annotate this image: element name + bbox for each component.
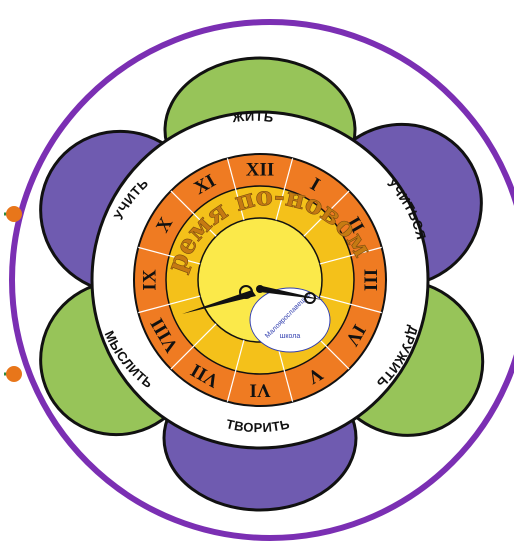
numeral-vi: VI [249,380,270,401]
school-badge-line2: школа [280,333,301,340]
ring-word-top: ЖИТЬ [230,109,274,126]
numeral-xii: XII [246,160,275,181]
connector-dot-top [6,206,22,222]
numeral-iii: III [360,269,381,291]
connector-dot-bottom [6,366,22,382]
school-badge [250,288,330,352]
svg-text:ЖИТЬ: ЖИТЬ [230,109,274,126]
hands-pivot [256,285,264,293]
numeral-ix: IX [140,269,161,290]
